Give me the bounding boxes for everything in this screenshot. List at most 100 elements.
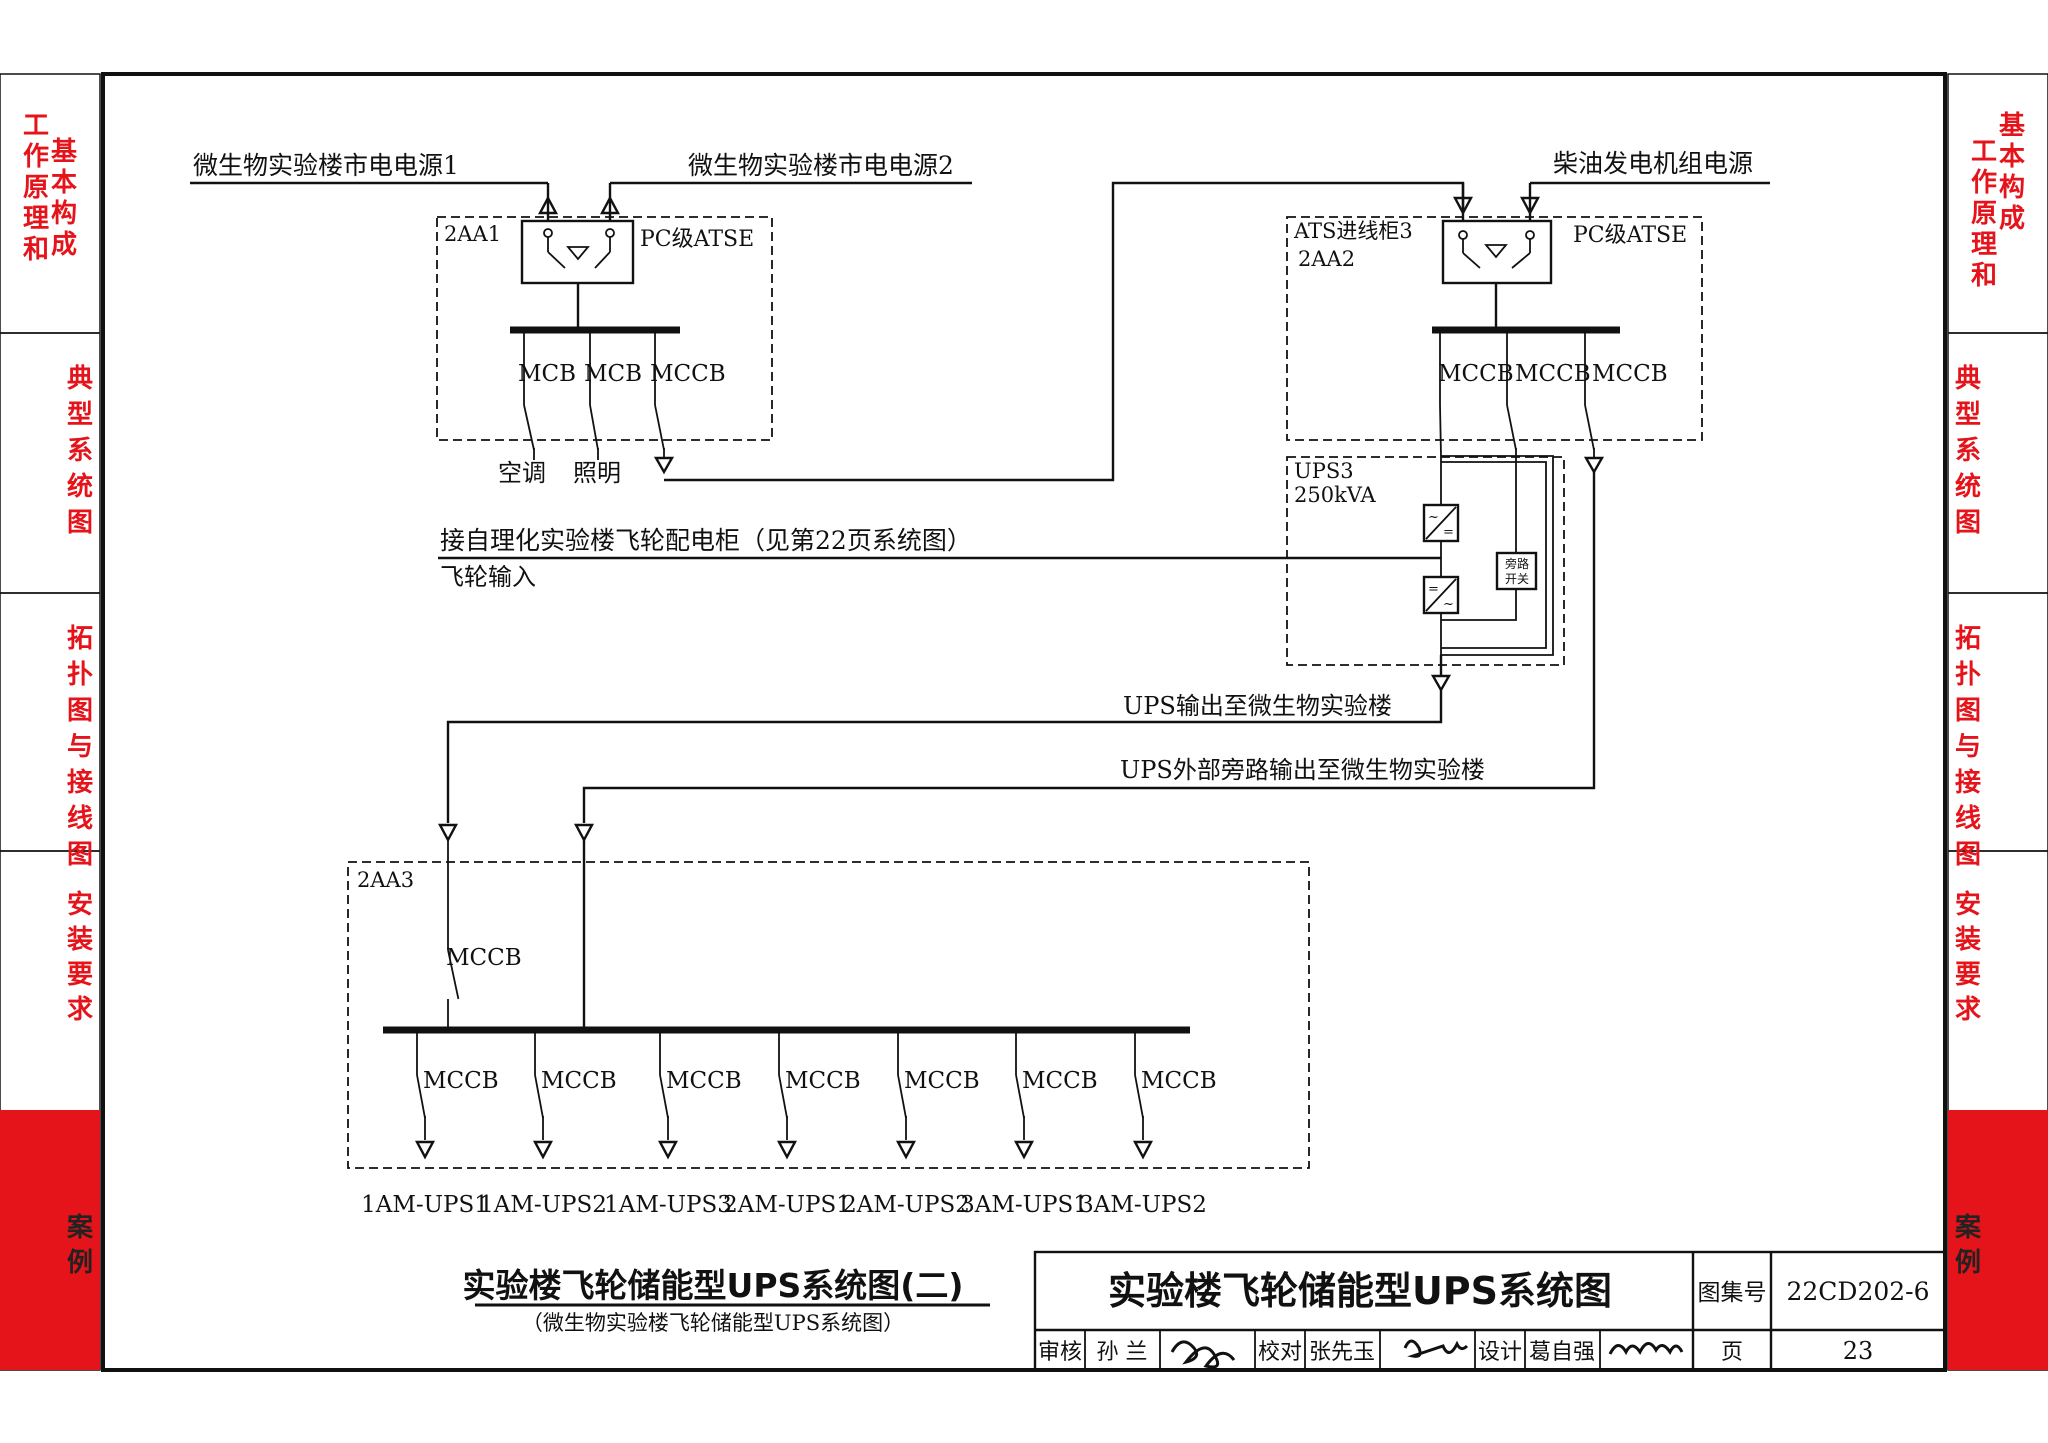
feeder-4-breaker: MCCB <box>785 1068 861 1094</box>
branch-ups-bypass <box>1506 330 1517 553</box>
svg-text:=: = <box>1443 525 1454 540</box>
ups-out-arrow <box>1430 674 1452 693</box>
2aa3-bypass-in-arrow <box>574 823 594 843</box>
feeder-3-switch <box>659 1074 669 1119</box>
ups-maint-bypass <box>1441 455 1554 656</box>
branch-mcb-light <box>589 330 599 460</box>
cabinet-2aa2 <box>1286 216 1703 441</box>
feeder-5-breaker: MCCB <box>904 1068 980 1094</box>
main-title: 实验楼飞轮储能型UPS系统图 <box>1108 1269 1612 1313</box>
feeder-3-name: 1AM-UPS3 <box>604 1192 732 1218</box>
source1-label: 微生物实验楼市电电源1 <box>193 151 459 180</box>
source2-label: 微生物实验楼市电电源2 <box>688 151 954 180</box>
right-tab-3[interactable]: 拓扑图与接线图 <box>1955 624 1981 870</box>
feeder-2-arrow <box>533 1140 553 1160</box>
source2-arrow <box>600 195 620 215</box>
ups-out-label: UPS输出至微生物实验楼 <box>1123 692 1392 720</box>
review-signature <box>1170 1340 1236 1369</box>
right-tab-1-a[interactable]: 基本构成 <box>1999 111 2026 234</box>
feeder-1-name: 1AM-UPS1 <box>361 1192 489 1218</box>
right-tab-1-b[interactable]: 工作原理和 <box>1971 137 1997 291</box>
2aa3-ups-in-arrow <box>438 823 458 843</box>
review-label: 审核 <box>1038 1340 1082 1365</box>
left-tab-case-bg <box>0 1110 100 1370</box>
left-tab-1-a[interactable]: 工作原理和 <box>23 111 49 265</box>
design-name: 葛自强 <box>1529 1340 1595 1365</box>
feeder-2-switch <box>534 1074 544 1119</box>
bypass-label-a: 旁路 <box>1505 556 1529 571</box>
svg-text:~: ~ <box>1443 597 1454 612</box>
branch-mcb-ac <box>523 330 535 460</box>
left-tab-5[interactable]: 案例 <box>66 1212 94 1278</box>
feeder-4-switch <box>778 1074 788 1119</box>
check-name: 张先玉 <box>1309 1340 1375 1365</box>
breaker-b2: MCB <box>584 361 642 387</box>
feeder-7-breaker: MCCB <box>1141 1068 1217 1094</box>
feeder-5-switch <box>897 1074 907 1119</box>
left-tab-1-b[interactable]: 基本构成 <box>51 137 78 260</box>
feeder-5-arrow <box>896 1140 916 1160</box>
feeder-4-name: 2AM-UPS1 <box>723 1192 851 1218</box>
atse2-label: PC级ATSE <box>1573 223 1687 248</box>
bypass-label-b: 开关 <box>1505 572 1529 586</box>
feeder-1-switch <box>416 1074 426 1119</box>
cabinet-2aa3 <box>347 861 1310 1169</box>
cabinet-2aa2-label-b: 2AA2 <box>1298 247 1355 271</box>
atlas-number: 22CD202-6 <box>1786 1277 1929 1306</box>
left-tab-4[interactable]: 安装要求 <box>67 890 93 1025</box>
flywheel-label-b: 飞轮输入 <box>440 563 536 591</box>
branch-ext-bypass <box>582 330 1605 823</box>
feeder-3-arrow <box>658 1140 678 1160</box>
feeder-6-breaker: MCCB <box>1022 1068 1098 1094</box>
branch-ups-main <box>1439 330 1442 505</box>
right-tab-2[interactable]: 典型系统图 <box>1955 364 1981 538</box>
feeder-5-name: 2AM-UPS2 <box>842 1192 970 1218</box>
ups-bypass-out-label: UPS外部旁路输出至微生物实验楼 <box>1120 756 1485 784</box>
ups3-box <box>1286 456 1565 666</box>
right-tab-case-bg <box>1948 1110 2048 1370</box>
feeder-4: MCCB 2AM-UPS1 <box>723 1030 861 1218</box>
source3-label: 柴油发电机组电源 <box>1553 149 1753 178</box>
feeder-group: MCCB1AM-UPS1MCCB1AM-UPS2MCCB1AM-UPS3MCCB… <box>361 1030 1217 1218</box>
breaker-b3: MCCB <box>650 361 726 387</box>
atse1-switch <box>520 219 635 285</box>
ups-rating: 250kVA <box>1294 483 1377 507</box>
source1-arrow <box>538 195 558 215</box>
sheet-border <box>101 72 1947 1372</box>
check-label: 校对 <box>1258 1340 1302 1365</box>
ups-output-line <box>446 690 1443 823</box>
feeder-3-breaker: MCCB <box>666 1068 742 1094</box>
right-tab-5[interactable]: 案例 <box>1954 1212 1982 1278</box>
feeder-7-arrow <box>1133 1140 1153 1160</box>
gen-input-arrow <box>1520 196 1540 216</box>
feeder-5: MCCB 2AM-UPS2 <box>842 1030 980 1218</box>
right-tab-4[interactable]: 安装要求 <box>1955 890 1981 1025</box>
feeder-3: MCCB 1AM-UPS3 <box>604 1030 742 1218</box>
breaker-b4: MCCB <box>1438 361 1514 387</box>
feeder-7-switch <box>1134 1074 1144 1119</box>
left-tab-2[interactable]: 典型系统图 <box>67 364 93 538</box>
feeder-6: MCCB 3AM-UPS1 <box>960 1030 1098 1218</box>
ups-name: UPS3 <box>1294 459 1354 483</box>
left-tab-3[interactable]: 拓扑图与接线图 <box>67 624 93 870</box>
load-ac-label: 空调 <box>498 459 546 487</box>
caption-title: 实验楼飞轮储能型UPS系统图(二) <box>463 1266 964 1305</box>
feeder-7-name: 3AM-UPS2 <box>1079 1192 1207 1218</box>
feeder-6-name: 3AM-UPS1 <box>960 1192 1088 1218</box>
cabinet-2aa2-label-a: ATS进线柜3 <box>1293 219 1413 243</box>
breaker-b6: MCCB <box>1592 361 1668 387</box>
feeder-7: MCCB 3AM-UPS2 <box>1079 1030 1217 1218</box>
svg-text:~: ~ <box>1428 510 1439 525</box>
feeder-4-arrow <box>777 1140 797 1160</box>
feeder-2-name: 1AM-UPS2 <box>479 1192 607 1218</box>
feeder-6-switch <box>1015 1074 1025 1119</box>
flywheel-label-a: 接自理化实验楼飞轮配电柜（见第22页系统图） <box>440 526 972 555</box>
page-number: 23 <box>1843 1337 1874 1365</box>
title-block: 实验楼飞轮储能型UPS系统图 图集号 22CD202-6 审核 孙 兰 校对 张… <box>1033 1250 1947 1372</box>
review-name: 孙 兰 <box>1097 1340 1148 1365</box>
check-signature <box>1403 1339 1469 1358</box>
